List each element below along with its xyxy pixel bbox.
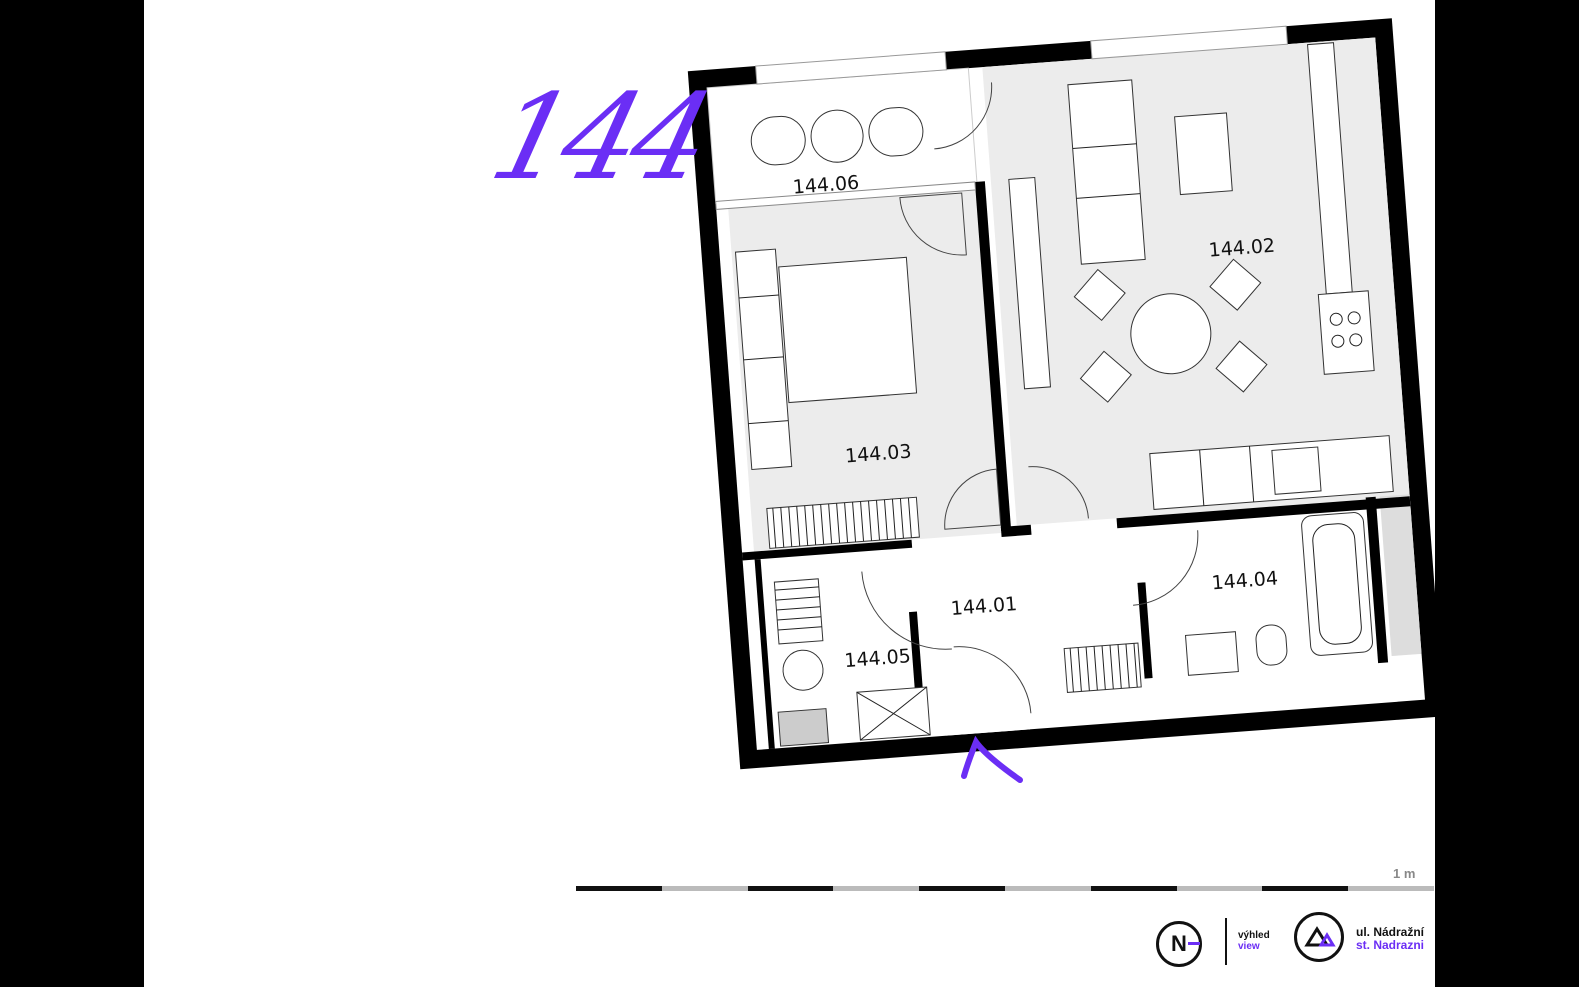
room-label-144-04: 144.04: [1211, 567, 1279, 594]
brand-line-1: výhled: [1238, 930, 1270, 941]
room-label-144-01: 144.01: [950, 593, 1018, 620]
brand-name: výhled view: [1238, 930, 1270, 952]
room-label-144-03: 144.03: [844, 441, 912, 468]
floor-plan: 144.01 144.02 144.03 144.04 144.05 144.0…: [687, 18, 1435, 783]
wardrobe-144-03: [766, 496, 920, 549]
logo-letter: N: [1171, 931, 1187, 956]
scale-bar: [576, 886, 1434, 891]
scale-label: 1 m: [1393, 866, 1416, 881]
entrance-arrow-icon: [961, 735, 1023, 783]
floor-plan-sheet: 144.01 144.02 144.03 144.04 144.05 144.0…: [144, 0, 1435, 987]
unit-number: 144: [478, 68, 721, 206]
room-label-144-05: 144.05: [844, 645, 912, 672]
mountain-logo-icon: [1294, 912, 1344, 962]
street-line-2: st. Nadrazni: [1356, 938, 1425, 952]
room-label-144-02: 144.02: [1208, 235, 1276, 262]
north-logo-icon: N: [1156, 921, 1202, 967]
brand-line-2: view: [1238, 941, 1260, 952]
street-line-1: ul. Nádražní: [1356, 925, 1425, 939]
room-label-144-06: 144.06: [792, 172, 860, 199]
logo-divider: [1225, 918, 1227, 965]
street-name: ul. Nádražní st. Nadrazni: [1356, 926, 1424, 952]
